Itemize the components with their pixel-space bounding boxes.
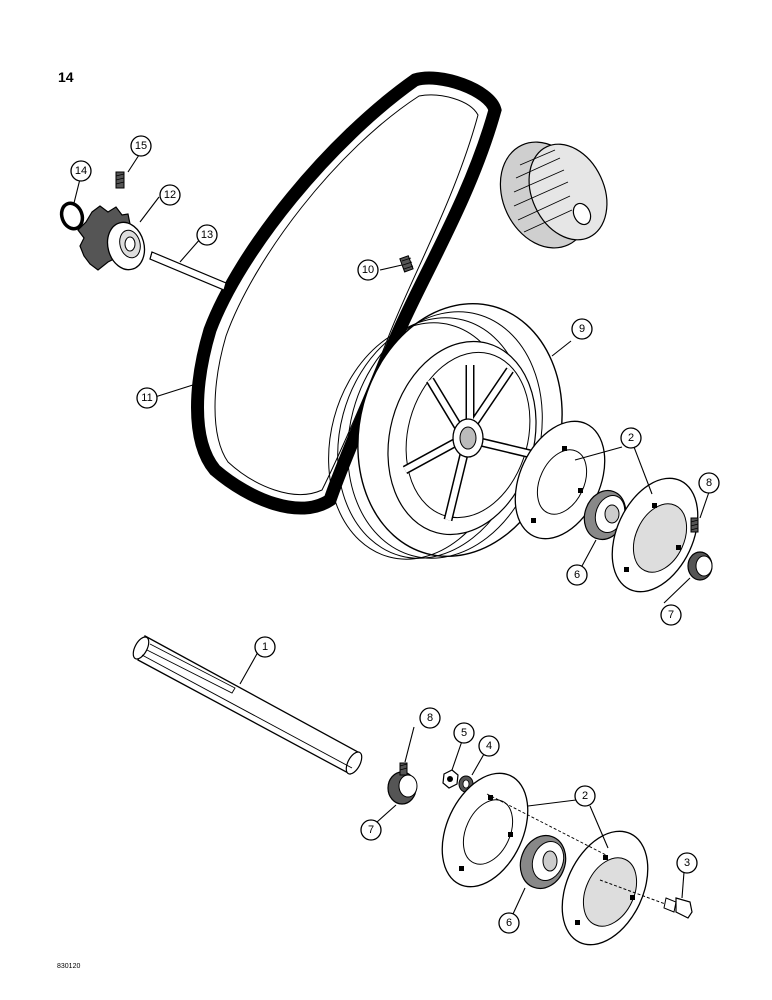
- lower-bearing-flange-outer: [561, 830, 649, 946]
- svg-text:15: 15: [135, 140, 147, 152]
- upper-locking-collar: [687, 517, 713, 581]
- v-belt: [191, 71, 502, 515]
- callout-14: 14: [70, 160, 92, 182]
- carriage-bolt: [599, 879, 693, 919]
- callout-3: 3: [676, 852, 698, 874]
- svg-text:10: 10: [362, 264, 374, 276]
- key: [149, 251, 227, 291]
- callout-2-upper: 2: [620, 427, 642, 449]
- svg-text:4: 4: [486, 740, 492, 752]
- svg-text:8: 8: [427, 712, 433, 724]
- svg-text:2: 2: [628, 432, 634, 444]
- sprocket: [77, 205, 146, 271]
- callout-5: 5: [453, 722, 475, 744]
- svg-text:8: 8: [706, 477, 712, 489]
- svg-text:3: 3: [684, 857, 690, 869]
- upper-bearing: [583, 489, 627, 541]
- callout-12: 12: [159, 184, 181, 206]
- hex-nut: [442, 769, 459, 789]
- upper-bearing-flange-outer: [611, 477, 699, 593]
- svg-text:6: 6: [574, 569, 580, 581]
- sprocket-set-screw: [115, 171, 125, 189]
- callout-10: 10: [357, 259, 379, 281]
- drawing-code: 830120: [57, 963, 80, 970]
- svg-text:7: 7: [368, 824, 374, 836]
- svg-text:7: 7: [668, 609, 674, 621]
- callout-9: 9: [571, 318, 593, 340]
- callout-4: 4: [478, 735, 500, 757]
- page-number: 14: [58, 69, 74, 85]
- callout-6-upper: 6: [566, 564, 588, 586]
- callout-7-lower: 7: [360, 819, 382, 841]
- leader-lines: [73, 154, 710, 915]
- svg-text:12: 12: [164, 189, 176, 201]
- lower-locking-collar: [387, 762, 418, 805]
- callout-8-upper: 8: [698, 472, 720, 494]
- set-screw: [399, 255, 414, 273]
- callout-7-upper: 7: [660, 604, 682, 626]
- lower-bearing-flange-inner: [441, 772, 529, 888]
- bolt-alignment-line: [486, 793, 607, 856]
- svg-text:9: 9: [579, 323, 585, 335]
- callout-1: 1: [254, 636, 276, 658]
- motor-pulley: [499, 141, 608, 249]
- shaft: [132, 635, 363, 775]
- callout-15: 15: [130, 135, 152, 157]
- snap-ring: [59, 201, 85, 231]
- svg-text:5: 5: [461, 727, 467, 739]
- callout-2-lower: 2: [574, 785, 596, 807]
- svg-text:1: 1: [262, 641, 268, 653]
- driven-pulley: [328, 302, 563, 560]
- upper-bearing-flange-inner: [514, 420, 606, 540]
- svg-text:2: 2: [582, 790, 588, 802]
- callout-6-lower: 6: [498, 912, 520, 934]
- svg-text:11: 11: [141, 392, 152, 404]
- callout-11: 11: [136, 387, 158, 409]
- svg-text:14: 14: [75, 165, 87, 177]
- svg-text:13: 13: [201, 229, 213, 241]
- callout-8-lower: 8: [419, 707, 441, 729]
- lower-bearing: [519, 834, 567, 890]
- callout-13: 13: [196, 224, 218, 246]
- svg-text:6: 6: [506, 917, 512, 929]
